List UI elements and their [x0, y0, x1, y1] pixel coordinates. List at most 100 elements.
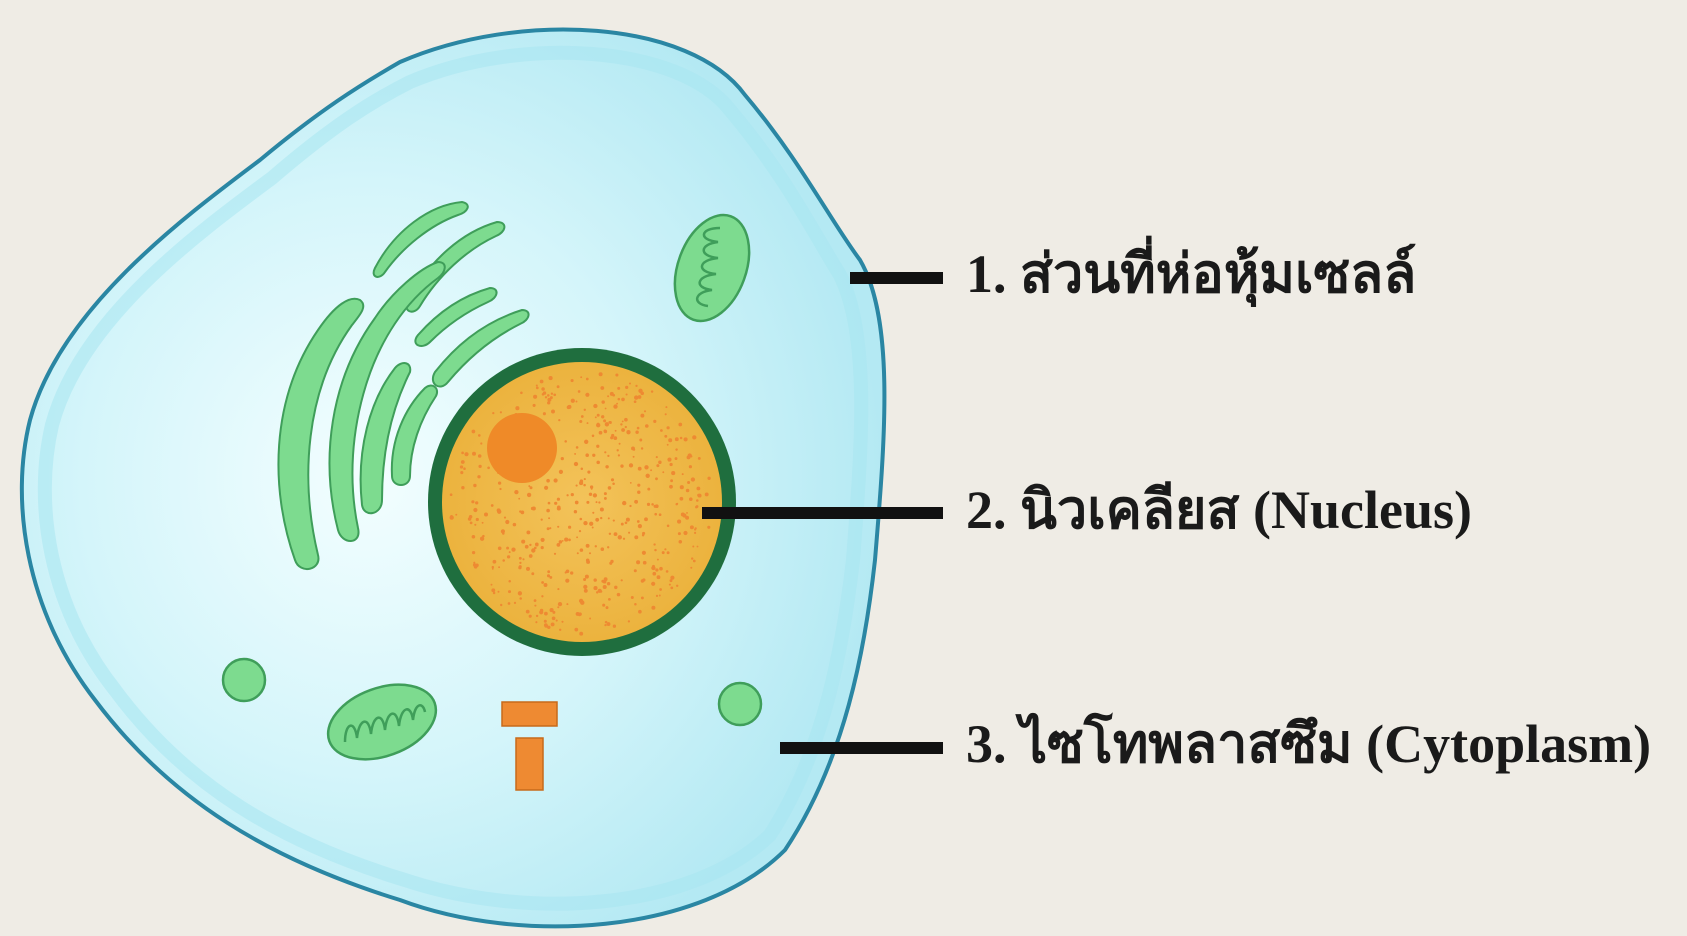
chromatin-dot — [602, 604, 605, 607]
chromatin-dot — [679, 540, 683, 544]
chromatin-dot — [637, 490, 640, 493]
chromatin-dot — [547, 401, 550, 404]
chromatin-dot — [557, 606, 559, 608]
chromatin-dot — [578, 390, 581, 393]
chromatin-dot — [682, 473, 684, 475]
chromatin-dot — [692, 546, 694, 548]
chromatin-dot — [530, 486, 533, 489]
chromatin-dot — [654, 505, 657, 508]
chromatin-dot — [615, 430, 617, 432]
chromatin-dot — [535, 621, 537, 623]
chromatin-dot — [581, 467, 584, 470]
chromatin-dot — [540, 609, 543, 612]
chromatin-dot — [596, 501, 598, 503]
chromatin-dot — [592, 435, 595, 438]
chromatin-dot — [508, 602, 511, 605]
chromatin-dot — [507, 555, 510, 558]
chromatin-dot — [492, 568, 494, 570]
chromatin-dot — [600, 590, 602, 592]
chromatin-dot — [460, 471, 463, 474]
chromatin-dot — [629, 463, 633, 467]
chromatin-dot — [519, 565, 522, 568]
chromatin-dot — [596, 461, 600, 465]
chromatin-dot — [531, 572, 534, 575]
chromatin-dot — [646, 474, 650, 478]
chromatin-dot — [464, 452, 468, 456]
chromatin-dot — [617, 593, 621, 597]
chromatin-dot — [571, 399, 575, 403]
chromatin-dot — [653, 543, 655, 545]
chromatin-dot — [675, 448, 677, 450]
chromatin-dot — [677, 520, 681, 524]
chromatin-dot — [685, 516, 689, 520]
chromatin-dot — [638, 610, 642, 614]
chromatin-dot — [604, 430, 607, 433]
chromatin-dot — [652, 565, 655, 568]
chromatin-dot — [593, 493, 597, 497]
chromatin-dot — [498, 546, 502, 550]
chromatin-dot — [633, 456, 635, 458]
chromatin-dot — [608, 486, 612, 490]
chromatin-dot — [552, 616, 556, 620]
label-membrane: 1. ส่วนที่ห่อหุ้มเซลล์ — [966, 235, 1416, 308]
chromatin-dot — [549, 376, 553, 380]
chromatin-dot — [498, 481, 501, 484]
chromatin-dot — [625, 386, 628, 389]
chromatin-dot — [472, 551, 475, 554]
chromatin-dot — [592, 512, 594, 514]
chromatin-dot — [557, 498, 560, 501]
chromatin-dot — [662, 551, 665, 554]
chromatin-dot — [604, 624, 606, 626]
chromatin-dot — [630, 482, 632, 484]
chromatin-dot — [518, 498, 520, 500]
chromatin-dot — [561, 621, 563, 623]
chromatin-dot — [595, 416, 597, 418]
chromatin-dot — [695, 527, 697, 529]
chromatin-dot — [522, 558, 524, 560]
chromatin-dot — [564, 440, 567, 443]
chromatin-dot — [621, 523, 624, 526]
chromatin-dot — [610, 436, 613, 439]
chromatin-dot — [565, 579, 569, 583]
chromatin-dot — [519, 557, 522, 560]
chromatin-dot — [566, 603, 568, 605]
chromatin-dot — [474, 524, 476, 526]
chromatin-dot — [548, 502, 551, 505]
chromatin-dot — [566, 570, 570, 574]
chromatin-dot — [471, 500, 474, 503]
chromatin-dot — [678, 532, 681, 535]
chromatin-dot — [707, 477, 710, 480]
chromatin-dot — [554, 478, 558, 482]
chromatin-dot — [571, 493, 574, 496]
chromatin-dot — [656, 464, 659, 467]
chromatin-dot — [513, 523, 517, 527]
chromatin-dot — [526, 530, 530, 534]
label-cytoplasm: 3. ไซโทพลาสซึม (Cytoplasm) — [966, 712, 1651, 774]
chromatin-dot — [651, 390, 653, 392]
chromatin-dot — [634, 500, 638, 504]
chromatin-dot — [541, 538, 545, 542]
chromatin-dot — [584, 409, 586, 411]
chromatin-dot — [544, 486, 548, 490]
chromatin-dot — [621, 428, 625, 432]
chromatin-dot — [625, 426, 627, 428]
chromatin-dot — [502, 559, 505, 562]
chromatin-dot — [604, 451, 606, 453]
chromatin-dot — [579, 599, 583, 603]
chromatin-dot — [644, 517, 648, 521]
chromatin-dot — [653, 420, 656, 423]
vesicle-right — [719, 683, 761, 725]
chromatin-dot — [491, 588, 495, 592]
chromatin-dot — [474, 565, 478, 569]
chromatin-dot — [473, 508, 477, 512]
chromatin-dot — [559, 540, 563, 544]
chromatin-dot — [639, 439, 642, 442]
chromatin-dot — [626, 393, 628, 395]
chromatin-dot — [575, 501, 579, 505]
chromatin-dot — [656, 456, 658, 458]
chromatin-dot — [557, 543, 561, 547]
chromatin-dot — [608, 598, 611, 601]
chromatin-dot — [617, 387, 620, 390]
chromatin-dot — [623, 538, 625, 540]
chromatin-dot — [576, 401, 578, 403]
